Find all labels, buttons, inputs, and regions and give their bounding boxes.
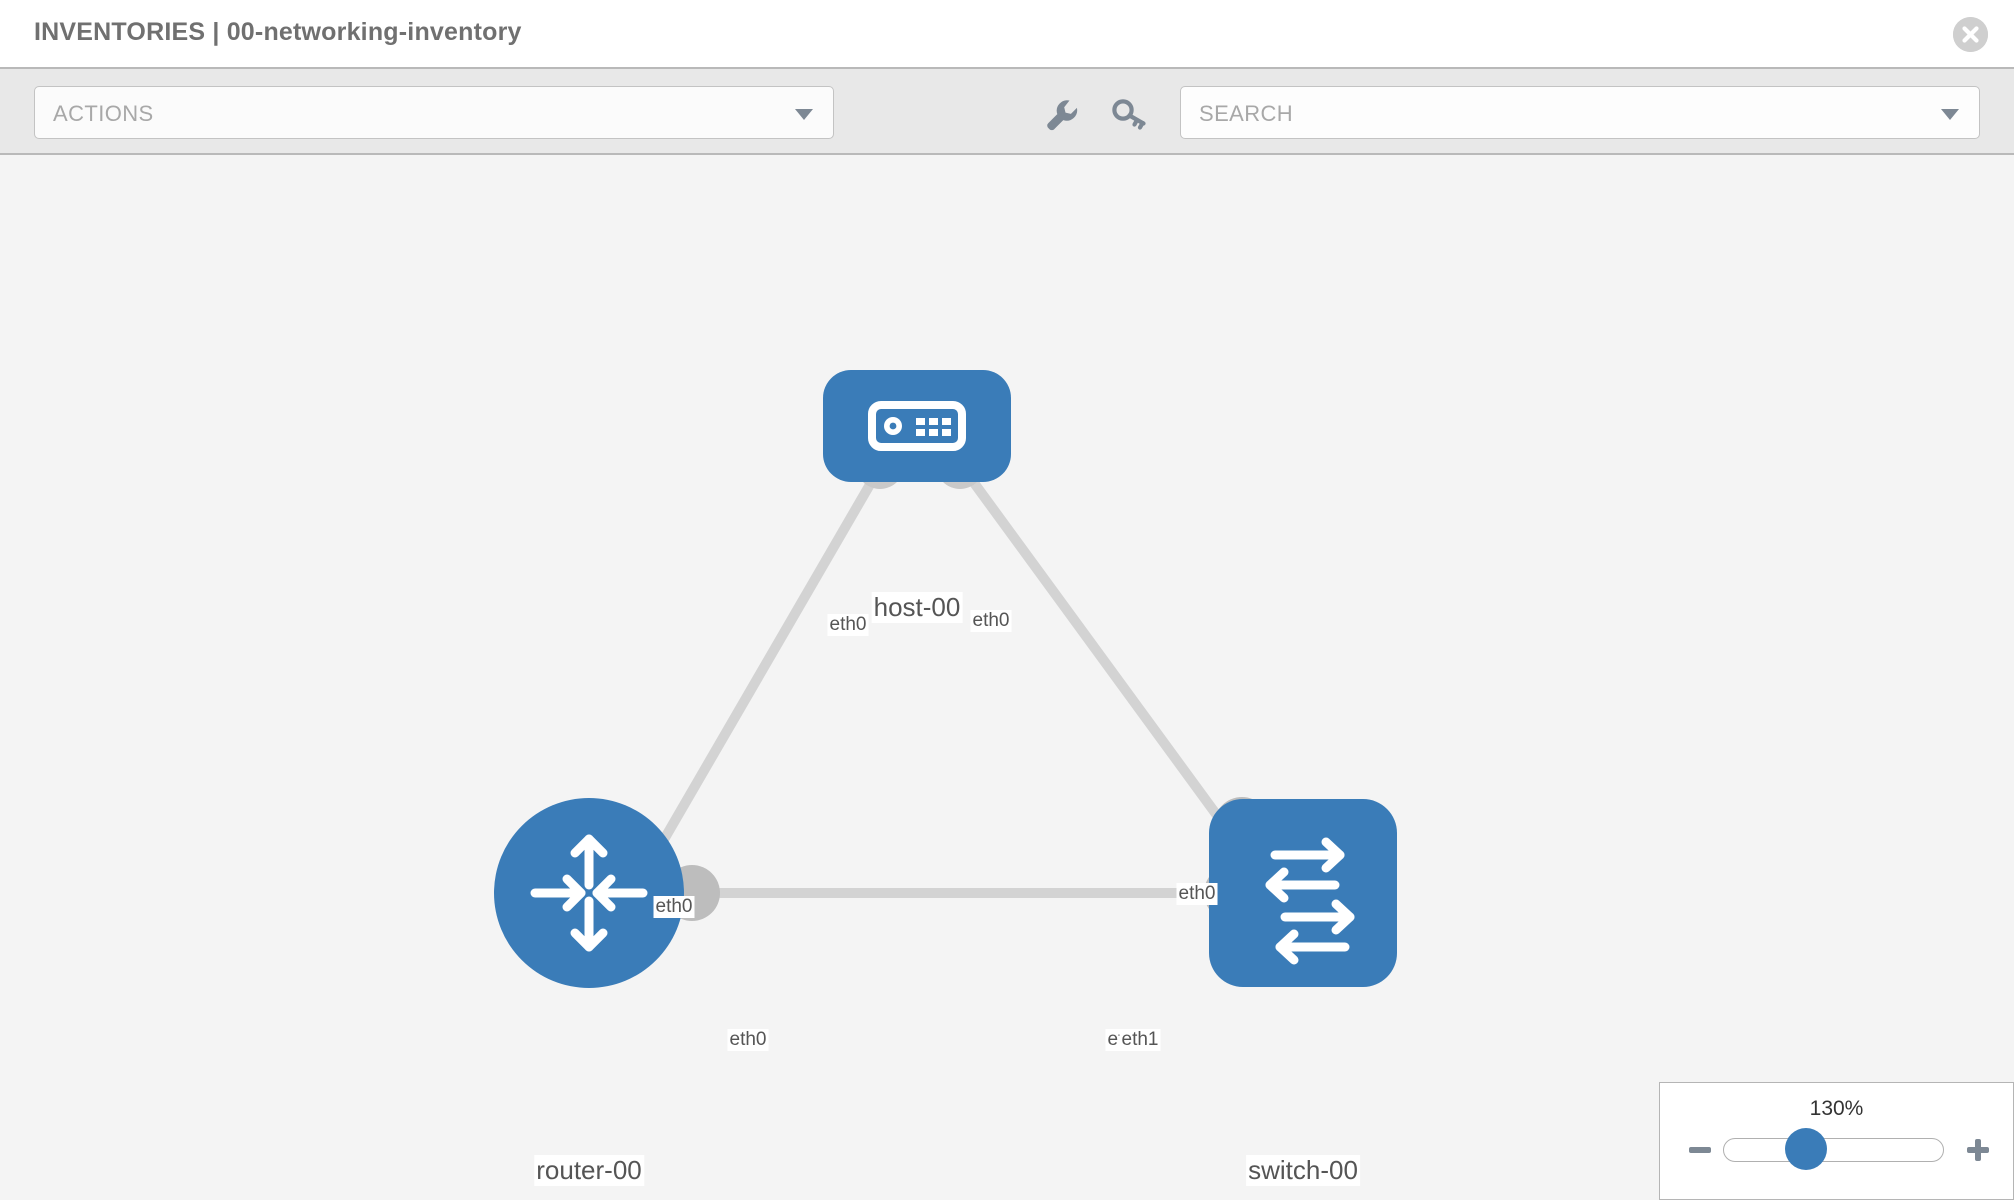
node-label-host-00: host-00 bbox=[871, 592, 963, 623]
toolbar: ACTIONS SEARCH bbox=[0, 69, 2014, 155]
close-circle-icon bbox=[1953, 17, 1988, 52]
wrench-icon bbox=[1047, 100, 1078, 131]
actions-dropdown[interactable]: ACTIONS bbox=[34, 86, 834, 139]
node-label-switch-00: switch-00 bbox=[1246, 1155, 1360, 1186]
page-header: INVENTORIES | 00-networking-inventory bbox=[0, 0, 2014, 69]
chevron-down-icon bbox=[1941, 109, 1959, 120]
interface-label-host-eth0-right: eth0 bbox=[970, 610, 1012, 632]
actions-dropdown-label: ACTIONS bbox=[53, 101, 154, 126]
topology-canvas[interactable]: host-00 router-00 switch-00 eth0 eth0 et… bbox=[0, 155, 2014, 1200]
key-button[interactable] bbox=[1110, 95, 1150, 133]
zoom-in-button[interactable] bbox=[1965, 1137, 1991, 1163]
interface-label-switch-eth1: eth1 bbox=[1119, 1029, 1161, 1051]
plus-icon bbox=[1967, 1139, 1989, 1161]
router-arrows-icon bbox=[530, 834, 648, 952]
interface-label-host-eth0-left: eth0 bbox=[827, 614, 869, 636]
node-router-00[interactable] bbox=[494, 798, 684, 988]
search-placeholder: SEARCH bbox=[1199, 101, 1294, 126]
link-host-router[interactable] bbox=[650, 447, 895, 858]
zoom-out-button[interactable] bbox=[1687, 1137, 1713, 1163]
node-switch-00[interactable] bbox=[1209, 799, 1397, 987]
search-input[interactable]: SEARCH bbox=[1180, 86, 1980, 139]
zoom-percent-label: 130% bbox=[1809, 1097, 1864, 1120]
close-button[interactable] bbox=[1953, 17, 1988, 52]
interface-label-router-diag-eth0: eth0 bbox=[653, 896, 695, 918]
wrench-button[interactable] bbox=[1042, 95, 1082, 133]
page-title: INVENTORIES | 00-networking-inventory bbox=[34, 18, 522, 46]
interface-label-switch-diag-eth0: eth0 bbox=[1176, 883, 1218, 905]
zoom-slider-thumb[interactable] bbox=[1785, 1128, 1827, 1170]
zoom-slider[interactable] bbox=[1723, 1138, 1944, 1162]
node-host-00[interactable] bbox=[823, 370, 1011, 482]
server-icon bbox=[868, 401, 966, 451]
switch-arrows-icon bbox=[1265, 837, 1355, 965]
interface-label-router-eth0: eth0 bbox=[727, 1029, 769, 1051]
minus-icon bbox=[1689, 1147, 1711, 1153]
topology-graph bbox=[494, 370, 1397, 988]
key-icon bbox=[1112, 99, 1146, 130]
link-host-switch[interactable] bbox=[945, 447, 1240, 843]
zoom-control-panel: 130% bbox=[1659, 1082, 2014, 1200]
node-label-router-00: router-00 bbox=[534, 1155, 644, 1186]
chevron-down-icon bbox=[795, 109, 813, 120]
